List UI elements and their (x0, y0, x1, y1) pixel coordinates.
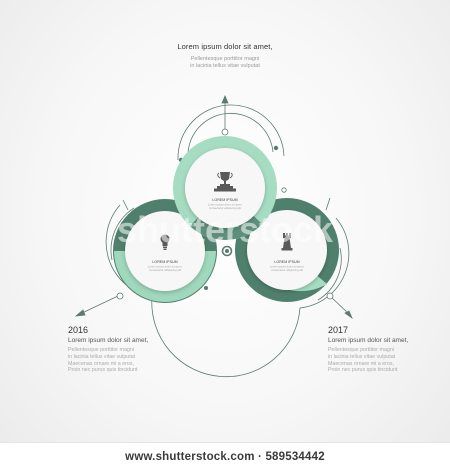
node-top-right (273, 145, 279, 151)
chess-rook-icon (281, 233, 293, 251)
node-left-small-2 (203, 285, 208, 290)
body-line: Maecenas ornare mi a eros, (328, 360, 394, 367)
circle-right-body-line: consectetur adipiscing elit (271, 268, 303, 272)
header-body-line: in lacinia tellus vitae vulputat (190, 63, 260, 69)
circle-top-body-line: Lorem ipsum dolor sit amet, (208, 203, 243, 207)
body-right: Pellentesque porttitor magni in lacinia … (328, 347, 420, 374)
orbit-arc-top-inner (187, 112, 274, 161)
body-line: in lacinia tellus vitae vulputat (68, 353, 136, 360)
arrow-line-upper-left (122, 199, 129, 211)
lightbulb-icon (160, 234, 170, 250)
year-label-right: 2017 (328, 325, 349, 335)
orbit-arc-right (299, 217, 350, 309)
orbit-arc-right-inner (317, 247, 342, 301)
year-block-right: 2017 Lorem ipsum dolor sit amet, Pellent… (328, 325, 420, 374)
node-right-hollow (281, 187, 287, 193)
subtitle-left: Lorem ipsum dolor sit amet, (68, 337, 149, 344)
watermark-url: www.shutterstock.com · 589534442 (125, 451, 325, 463)
orbit-arc-bottom (151, 296, 301, 378)
body-line: Pellentesque porttitor magni (68, 347, 134, 353)
watermark-logo: shutterstock (117, 209, 334, 250)
orbit-arc-top (177, 104, 285, 161)
node-left-hollow (116, 292, 124, 300)
node-right-hollow-2 (326, 292, 334, 300)
circle-left-body-line: Lorem ipsum dolor sit amet, (148, 265, 183, 269)
trophy-icon (214, 172, 236, 192)
body-line: Pellentesque porttitor magni (328, 347, 394, 353)
circle-top-title: LOREM IPSUM (212, 198, 237, 202)
circle-left-title: LOREM IPSUM (152, 260, 177, 264)
watermark-bar: www.shutterstock.com · 589534442 (0, 442, 450, 471)
body-left: Pellentesque porttitor magni in lacinia … (68, 347, 160, 374)
body-line: Proin nec purus quis tincidunt (68, 367, 138, 374)
circle-left-body-line: consectetur adipiscing elit (149, 268, 181, 272)
body-line: in lacinia tellus vitae vulputat (328, 353, 396, 360)
circle-top-body-line: consectetur adipiscing elit (209, 206, 241, 210)
arrow-head-top (221, 94, 229, 104)
circle-right-body-line: Lorem ipsum dolor sit amet, (270, 265, 305, 269)
node-center-dot (224, 248, 229, 253)
body-line: Maecenas ornare mi a eros, (68, 360, 134, 367)
circle-right-title: LOREM IPSUM (274, 260, 299, 264)
header-block: Lorem ipsum dolor sit amet, Pellentesque… (150, 42, 300, 70)
header-body: Pellentesque porttitor magni in lacinia … (150, 56, 300, 70)
body-line: Proin nec purus quis tincidunt (328, 367, 398, 374)
arrow-head-bottom-right (344, 310, 353, 320)
arrow-head-bottom-left (74, 309, 86, 317)
arrow-line-upper-right (325, 197, 331, 211)
year-label-left: 2016 (68, 325, 89, 335)
subtitle-right: Lorem ipsum dolor sit amet, (328, 337, 409, 344)
header-body-line: Pellentesque porttitor magni (190, 56, 260, 62)
arrow-line-bottom-left (79, 295, 119, 315)
node-top-hollow (221, 128, 229, 136)
orbit-arc-left-inner (110, 207, 135, 261)
year-block-left: 2016 Lorem ipsum dolor sit amet, Pellent… (68, 325, 160, 374)
header-title: Lorem ipsum dolor sit amet, (177, 42, 273, 51)
